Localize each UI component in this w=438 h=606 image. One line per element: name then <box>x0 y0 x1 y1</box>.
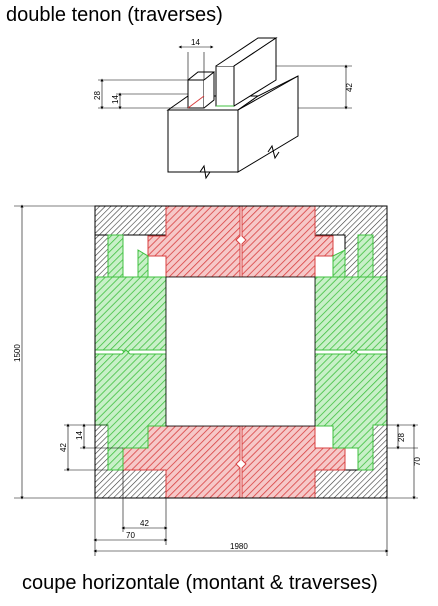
dim-shoulder: 14 <box>111 95 120 104</box>
left-stile-upper-tenon <box>107 234 149 278</box>
dim-right-70: 70 <box>413 457 422 466</box>
dim-left-14: 14 <box>75 431 84 440</box>
section-dimensions <box>14 204 418 556</box>
frame-section <box>94 205 388 499</box>
dim-height: 42 <box>345 83 354 92</box>
dim-left-42: 42 <box>59 443 68 452</box>
diagram-title: double tenon (traverses) <box>6 4 223 26</box>
left-stile-lower <box>94 349 167 471</box>
tenon-perspective <box>166 37 299 180</box>
break-line <box>199 164 211 180</box>
left-tenon <box>187 79 205 109</box>
dim-tenon-height: 28 <box>93 91 102 100</box>
dim-total-width: 1980 <box>230 542 248 551</box>
frame-outline <box>94 205 388 499</box>
dim-stile-width: 70 <box>126 531 135 540</box>
bottom-rail-right <box>241 425 346 499</box>
base-block <box>167 109 239 173</box>
dim-right-28: 28 <box>397 433 406 442</box>
dim-tenon-width: 14 <box>191 38 200 47</box>
right-stile-upper <box>314 276 388 355</box>
right-stile-lower <box>314 349 388 471</box>
left-stile-upper <box>94 276 167 355</box>
right-tenon <box>215 65 235 107</box>
top-dimensions <box>98 45 352 110</box>
dim-tenon-42: 42 <box>140 519 149 528</box>
diagram-caption: coupe horizontale (montant & traverses) <box>22 572 378 594</box>
top-rail-right <box>241 205 334 278</box>
inner-opening <box>165 276 316 427</box>
dim-total-height: 1500 <box>13 344 22 362</box>
base-side-face <box>237 75 299 173</box>
right-stile-upper-tenon <box>332 234 374 278</box>
